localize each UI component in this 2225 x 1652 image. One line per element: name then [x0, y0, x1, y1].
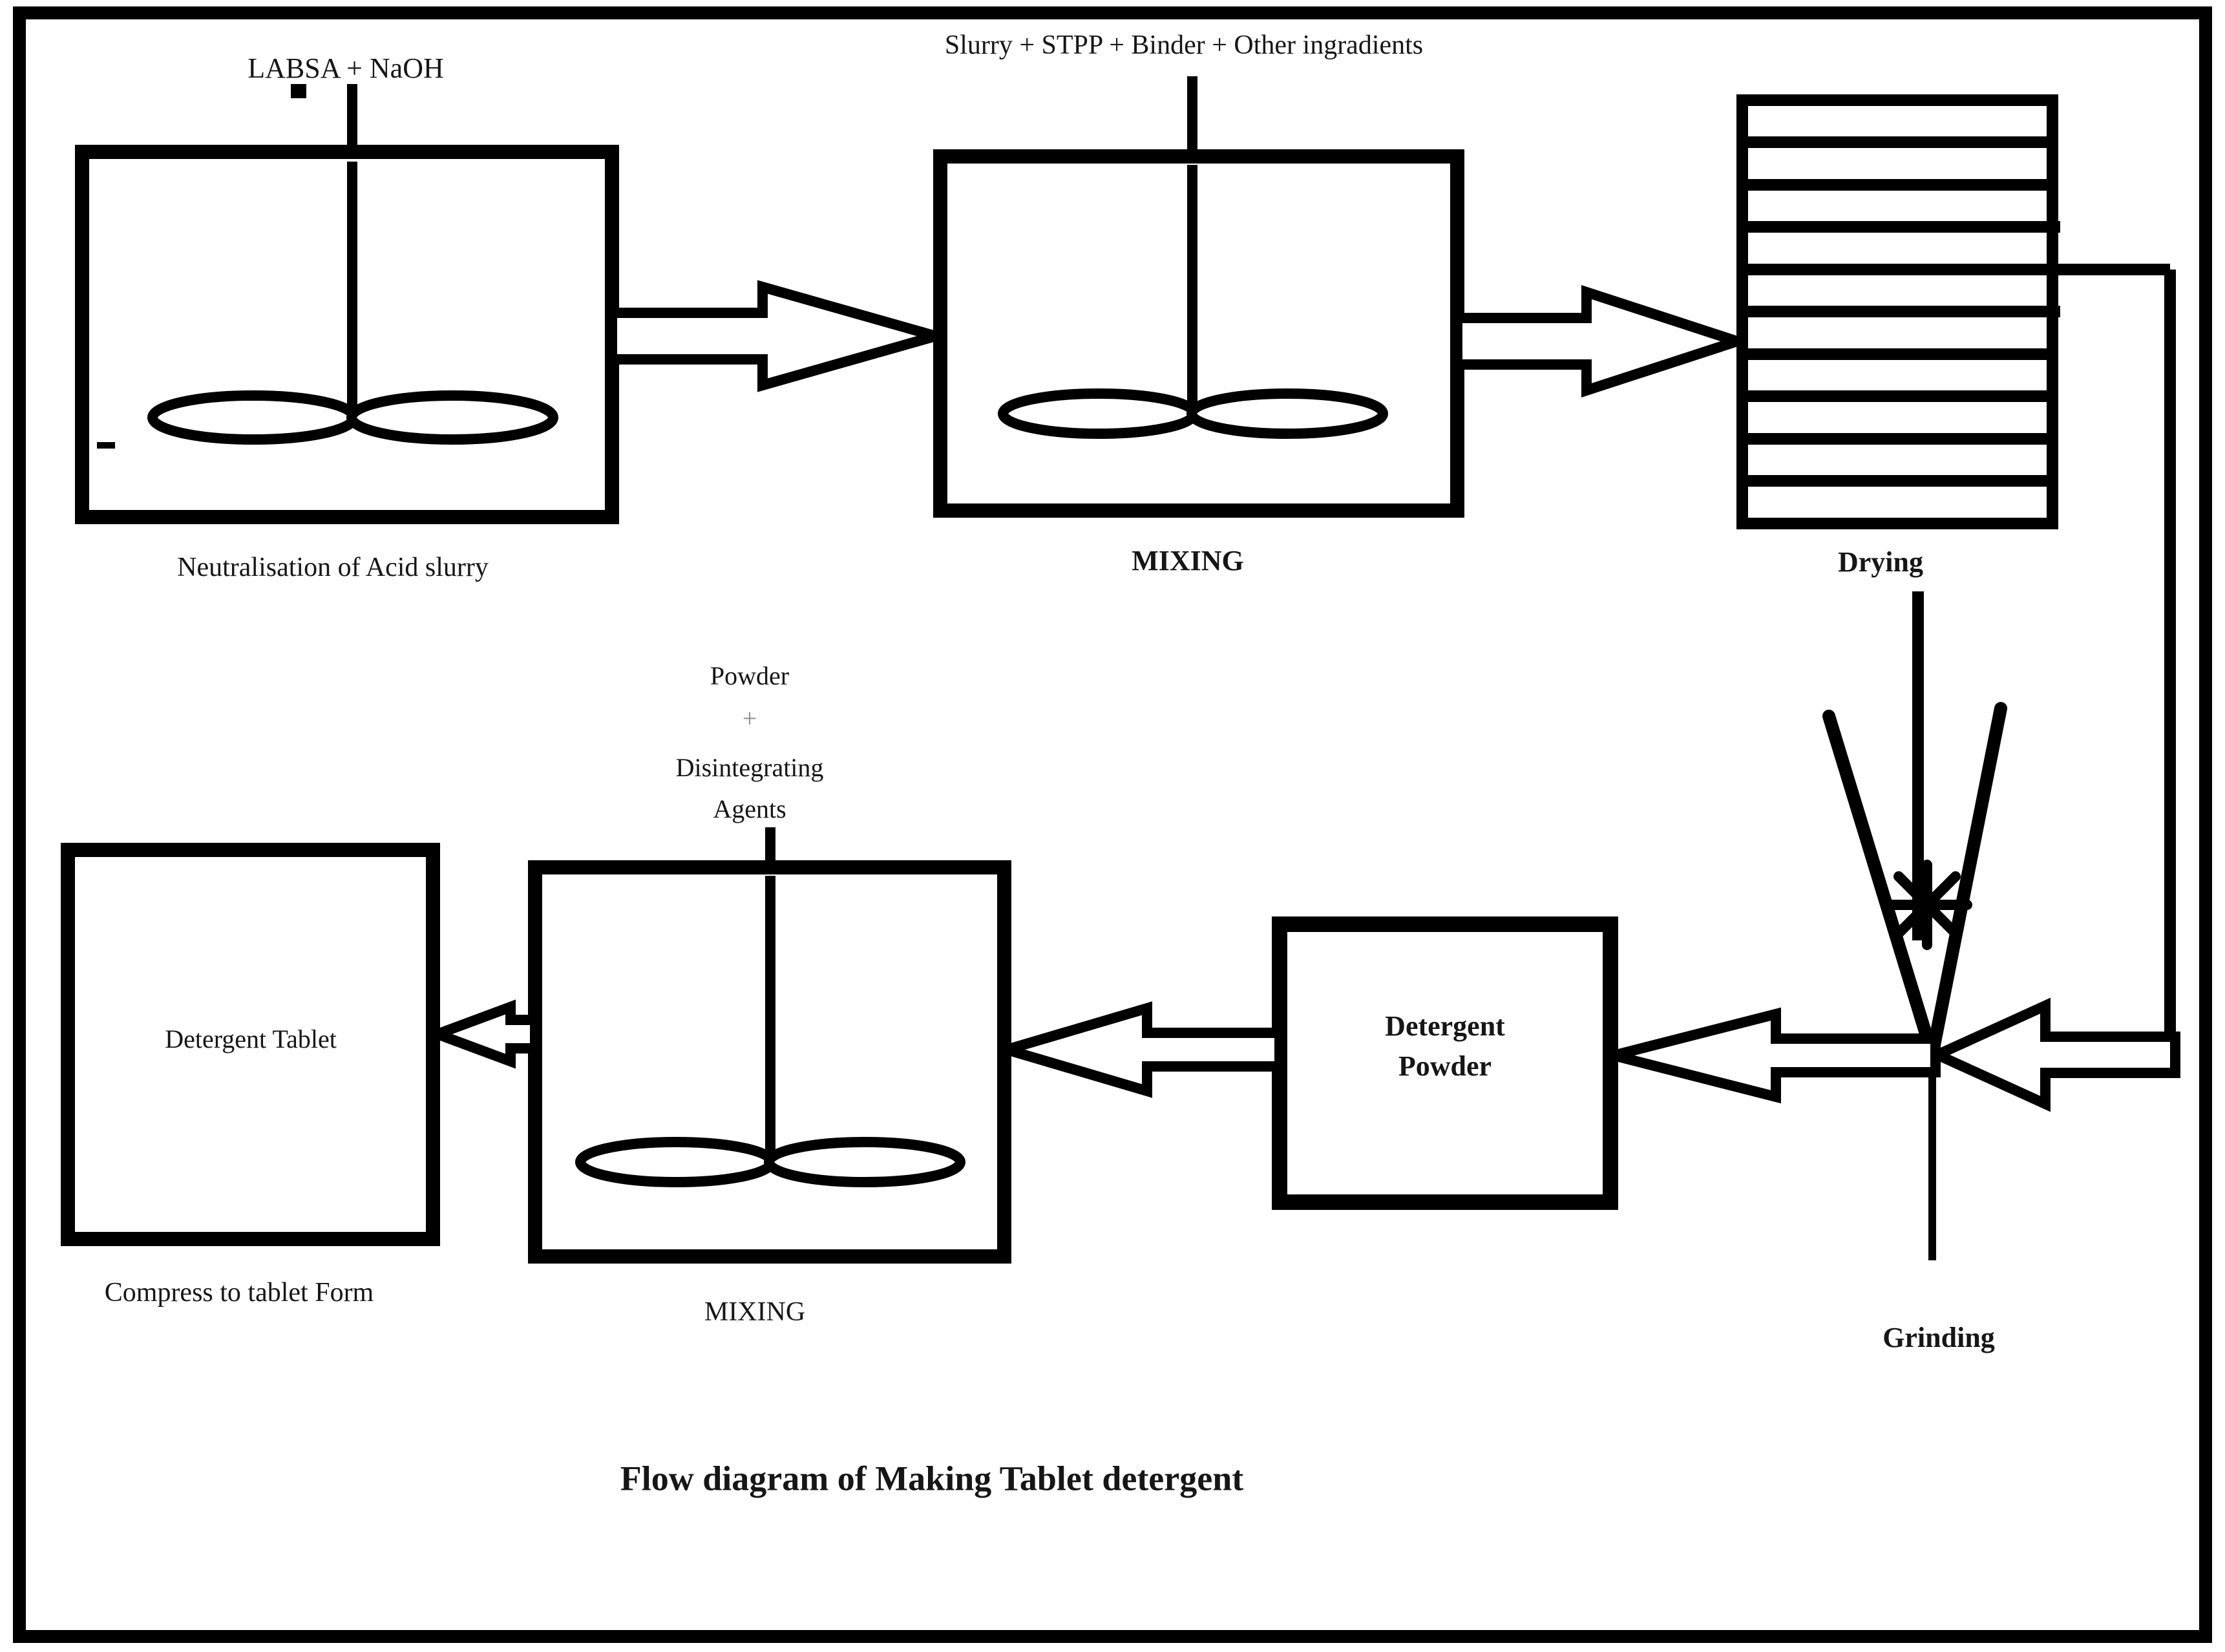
grinder-asterisk-icon	[1882, 860, 1972, 950]
detergent-tablet-label: Detergent Tablet	[165, 1024, 337, 1054]
stray-dash-mark	[97, 442, 115, 449]
detergent-tablet-box	[61, 843, 440, 1246]
mixing2-input-line4: Agents	[713, 794, 786, 823]
neutralisation-propeller-right	[346, 390, 558, 445]
mixing1-input-label: Slurry + STPP + Binder + Other ingradien…	[944, 30, 1424, 60]
diagram-caption: Flow diagram of Making Tablet detergent	[620, 1459, 1244, 1498]
arrow-connector-to-grinder	[1924, 997, 2180, 1112]
arrow-mixing-to-drying	[1452, 284, 1754, 398]
arrow-powder-to-mixing2	[988, 1001, 1285, 1098]
mixing2-propeller-right	[764, 1137, 965, 1187]
mixing2-input-plus: +	[742, 704, 757, 733]
neutralisation-label: Neutralisation of Acid slurry	[177, 552, 489, 582]
detergent-powder-label-line2: Powder	[1398, 1050, 1492, 1082]
grinding-label: Grinding	[1882, 1321, 1995, 1353]
drying-label: Drying	[1838, 545, 1923, 578]
neutralisation-input-label: LABSA + NaOH	[248, 52, 444, 84]
arrow-neutralisation-to-mixing	[607, 280, 955, 392]
mixing1-label: MIXING	[1132, 544, 1244, 577]
mixing1-tank-box	[933, 149, 1464, 518]
mixing2-propeller-left	[575, 1137, 777, 1187]
mixing1-propeller-left	[998, 388, 1199, 439]
detergent-powder-box	[1272, 916, 1618, 1210]
page-border	[13, 6, 2212, 1643]
grinder-funnel-left-arm	[1822, 710, 1939, 1061]
detergent-powder-label-line1: Detergent	[1385, 1010, 1505, 1042]
mixing2-label: MIXING	[704, 1297, 806, 1327]
grinder-funnel-right-arm	[1926, 702, 2007, 1061]
compress-label: Compress to tablet Form	[104, 1277, 374, 1308]
arrow-grinder-to-powder	[1612, 1007, 1941, 1104]
drying-rack-shelves	[1742, 136, 2060, 487]
mixing2-input-line3: Disintegrating	[675, 753, 824, 782]
neutralisation-propeller-left	[147, 390, 359, 445]
arrow-mixing2-to-tablet	[423, 999, 540, 1069]
mixing1-propeller-right	[1186, 388, 1388, 439]
stray-dot-mark	[291, 84, 306, 98]
mixing2-input-line1: Powder	[710, 661, 790, 690]
